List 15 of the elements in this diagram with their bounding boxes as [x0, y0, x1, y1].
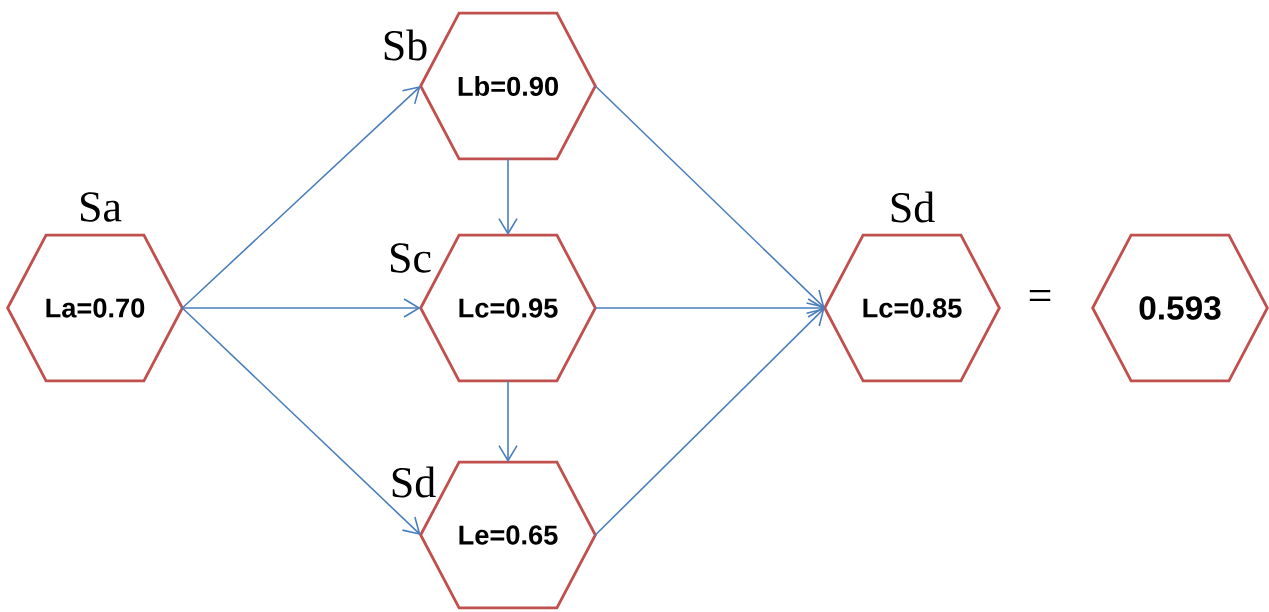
arrow [498, 158, 518, 236]
arrow [594, 85, 825, 308]
hexagon-node: Lc=0.85 [823, 233, 1001, 383]
equals-sign: = [1029, 289, 1051, 301]
arrow [181, 86, 421, 309]
arrow [498, 380, 518, 463]
arrow [594, 298, 825, 318]
hexagon-node: 0.593 [1091, 233, 1269, 383]
hexagon-node: La=0.70 [6, 233, 184, 383]
node-caption: Sa [81, 192, 122, 222]
node-caption: Sd [891, 191, 935, 223]
arrow [181, 307, 421, 535]
arrow [181, 298, 421, 318]
arrow [594, 308, 825, 536]
node-caption: Sd [392, 466, 436, 498]
